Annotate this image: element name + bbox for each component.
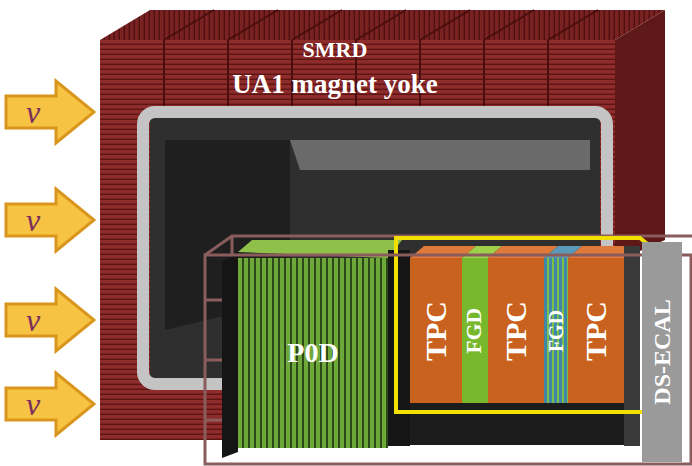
neutrino-symbol: ν: [26, 96, 40, 128]
fgd-detector: FGD: [544, 258, 568, 403]
neutrino-symbol: ν: [26, 304, 40, 336]
neutrino-symbol: ν: [26, 204, 40, 236]
yoke-block-gaps: [164, 10, 598, 118]
neutrino-symbol: ν: [26, 388, 40, 420]
tpc-detector: TPC: [488, 258, 544, 403]
arrow-shape: [4, 186, 96, 254]
p0d-end-slab: [222, 252, 238, 458]
detector-label: UA1 magnet yoke: [232, 71, 437, 98]
yoke-side: [615, 10, 665, 262]
detector-label: DS-ECAL: [650, 299, 674, 404]
detector-label: FGD: [546, 309, 566, 351]
ds-ecal-detector: DS-ECAL: [642, 242, 682, 462]
neutrino-arrow: ν: [4, 370, 96, 438]
tracker-end-slab: [388, 250, 410, 446]
detector-label: TPC: [421, 301, 451, 361]
p0d-detector: P0D: [238, 258, 388, 448]
arrow-body: [6, 81, 94, 143]
arrow-shape: [4, 78, 96, 146]
detector-label: TPC: [581, 301, 611, 361]
tracker-base: [410, 403, 624, 445]
neutrino-arrow: ν: [4, 286, 96, 354]
arrow-body: [6, 373, 94, 435]
coil-top: [290, 140, 590, 170]
arrow-shape: [4, 286, 96, 354]
tpc-detector: TPC: [410, 258, 462, 403]
tracker-outline: [396, 238, 662, 412]
tracker-side: [624, 246, 640, 446]
neutrino-arrow: ν: [4, 186, 96, 254]
detector-label: FGD: [464, 308, 486, 353]
basket-frame-front: [205, 255, 691, 464]
tpc-detector: TPC: [568, 258, 624, 403]
detector-label: SMRD: [303, 39, 368, 61]
neutrino-arrow: ν: [4, 78, 96, 146]
magnet-yoke: SMRD UA1 magnet yoke: [100, 20, 570, 116]
detector-label: P0D: [287, 339, 338, 367]
fgd-detector: FGD: [462, 258, 488, 403]
detector-label: TPC: [501, 301, 531, 361]
yoke-top: [100, 10, 665, 40]
arrow-body: [6, 289, 94, 351]
arrow-shape: [4, 370, 96, 438]
arrow-body: [6, 189, 94, 251]
